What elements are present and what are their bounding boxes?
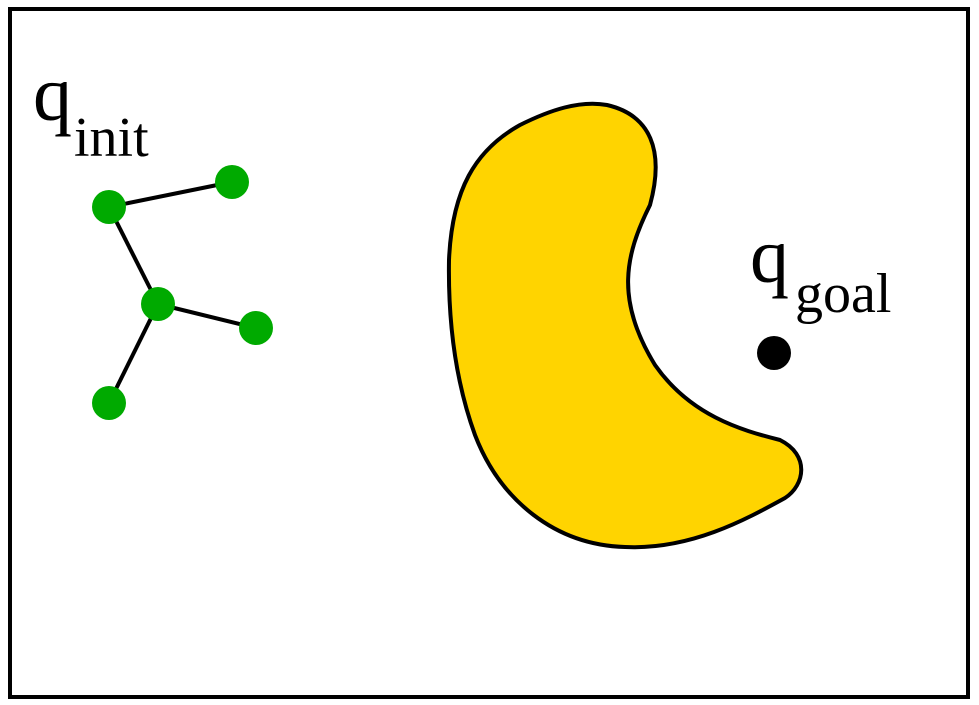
tree-node	[239, 311, 273, 345]
tree-edge	[107, 303, 160, 404]
obstacle-shape	[446, 101, 804, 550]
tree-edge	[108, 180, 233, 209]
goal-point	[757, 336, 791, 370]
init-label: qinit	[33, 50, 149, 169]
tree-node	[215, 165, 249, 199]
tree-node	[92, 386, 126, 420]
init-label-sub: init	[74, 107, 149, 169]
tree-edge	[107, 206, 160, 305]
init-label-main: q	[33, 50, 72, 137]
tree-node	[141, 287, 175, 321]
tree-node	[92, 190, 126, 224]
goal-label-sub: goal	[795, 263, 891, 325]
goal-label-main: q	[750, 212, 789, 299]
tree-nodes	[92, 165, 273, 420]
